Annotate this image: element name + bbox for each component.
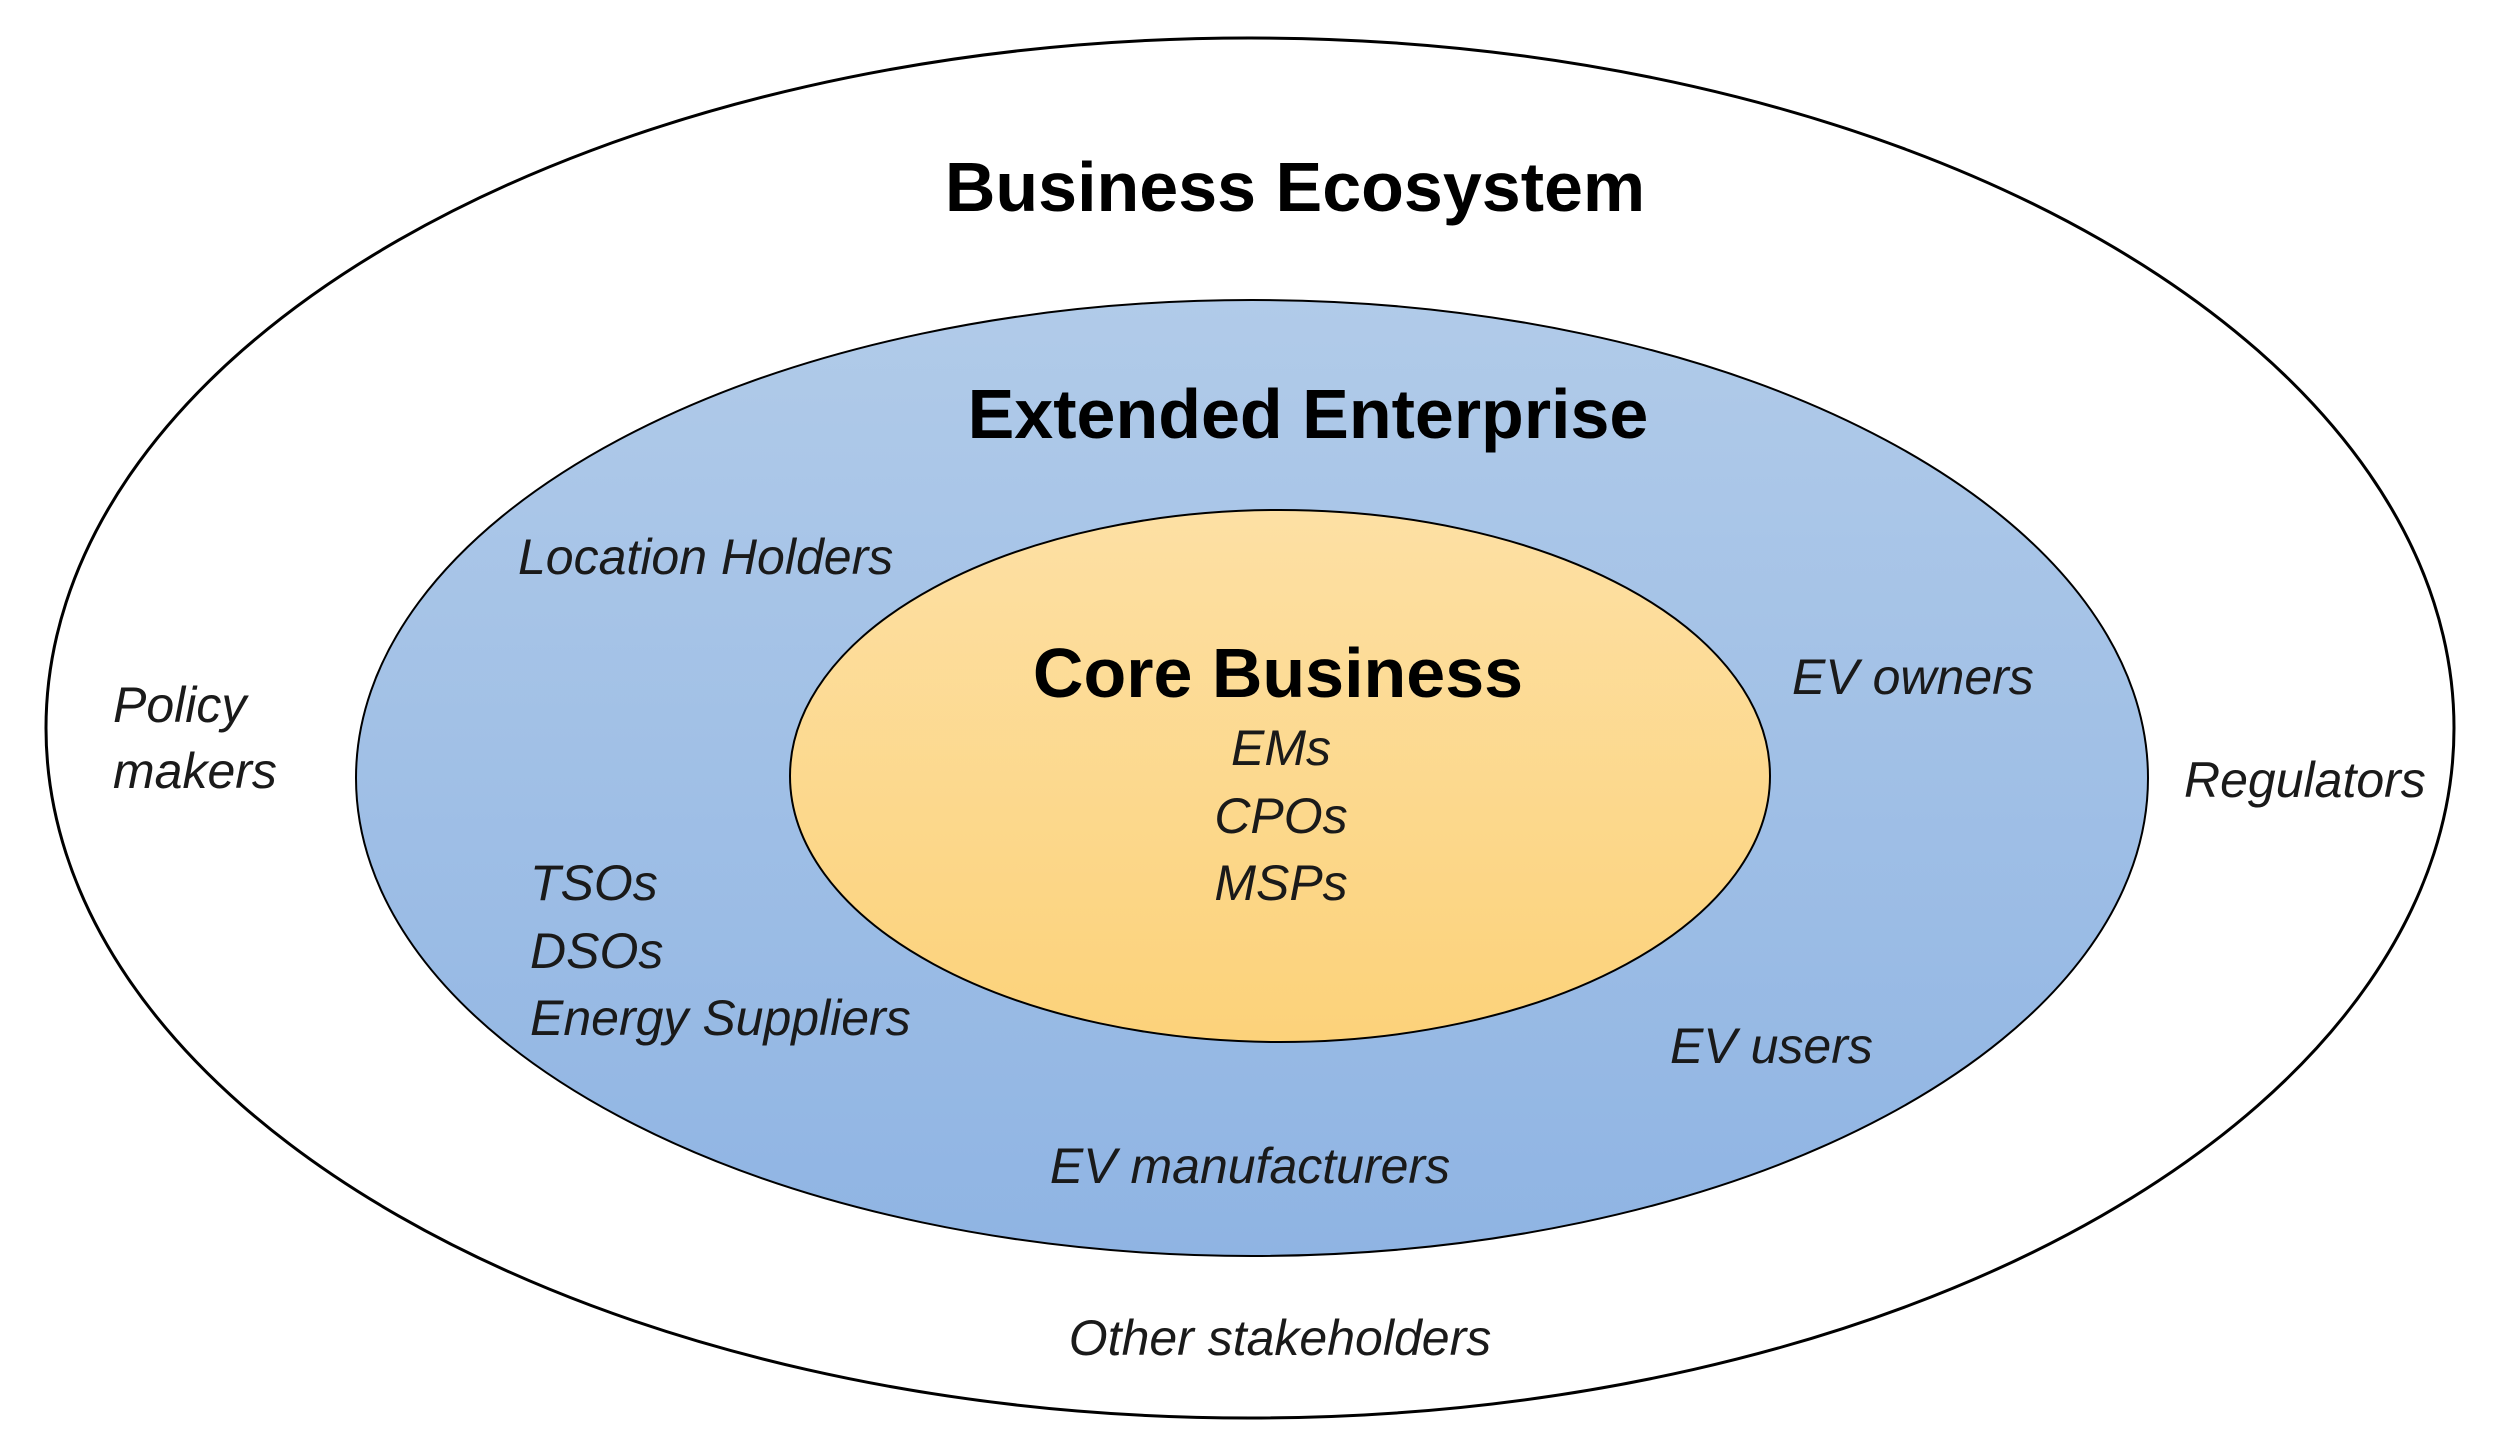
ev-manufacturers-label: EV manufacturers (1050, 1138, 1450, 1194)
cpos-label: CPOs (1214, 788, 1347, 844)
core-business-title: Core Business (1033, 634, 1523, 712)
ev-users-label: EV users (1670, 1018, 1873, 1074)
dsos-label: DSOs (530, 923, 663, 979)
ems-label: EMs (1231, 720, 1331, 776)
business-ecosystem-title: Business Ecosystem (945, 148, 1645, 226)
policy-makers-label-line2: makers (113, 743, 277, 799)
tsos-label: TSOs (530, 855, 658, 911)
core-business-ellipse (789, 509, 1771, 1043)
extended-enterprise-title: Extended Enterprise (968, 375, 1649, 453)
energy-suppliers-label: Energy Suppliers (530, 990, 911, 1046)
msps-label: MSPs (1214, 855, 1347, 911)
policy-makers-label-line1: Policy (113, 677, 249, 733)
ev-owners-label: EV owners (1792, 649, 2034, 705)
location-holders-label: Location Holders (518, 529, 893, 585)
other-stakeholders-label: Other stakeholders (1069, 1310, 1491, 1366)
regulators-label: Regulators (2184, 752, 2426, 808)
